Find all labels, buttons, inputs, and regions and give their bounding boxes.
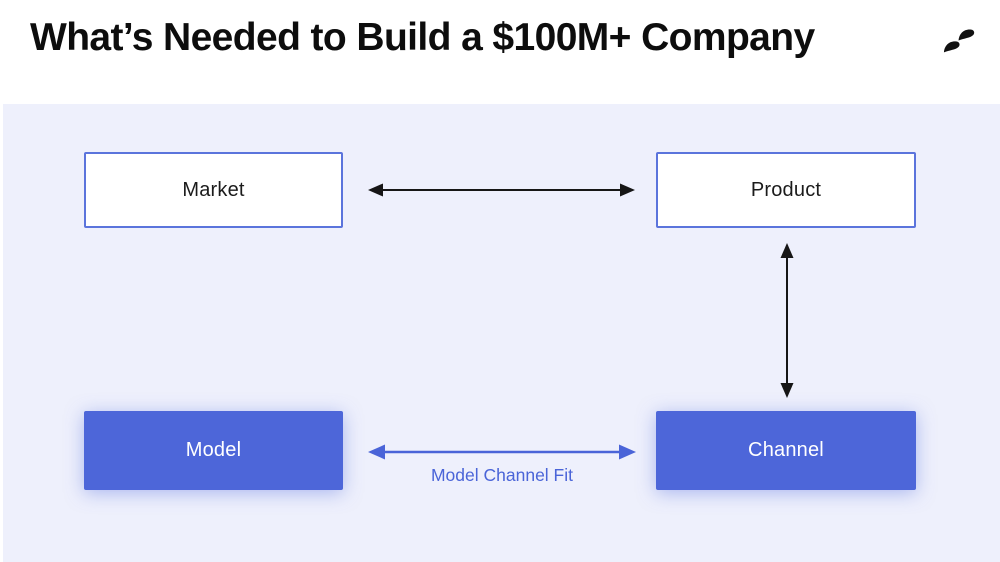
brand-logo-icon xyxy=(943,29,975,53)
node-channel: Channel xyxy=(656,411,916,490)
node-model: Model xyxy=(84,411,343,490)
node-channel-label: Channel xyxy=(748,439,824,461)
node-product-label: Product xyxy=(750,178,822,201)
node-product: Product xyxy=(656,152,916,228)
edge-label-model-channel-fit: Model Channel Fit xyxy=(430,465,574,485)
page-title: What’s Needed to Build a $100M+ Company xyxy=(30,16,815,59)
node-market-label: Market xyxy=(182,178,245,201)
node-market: Market xyxy=(84,152,343,228)
node-model-label: Model xyxy=(185,439,242,461)
